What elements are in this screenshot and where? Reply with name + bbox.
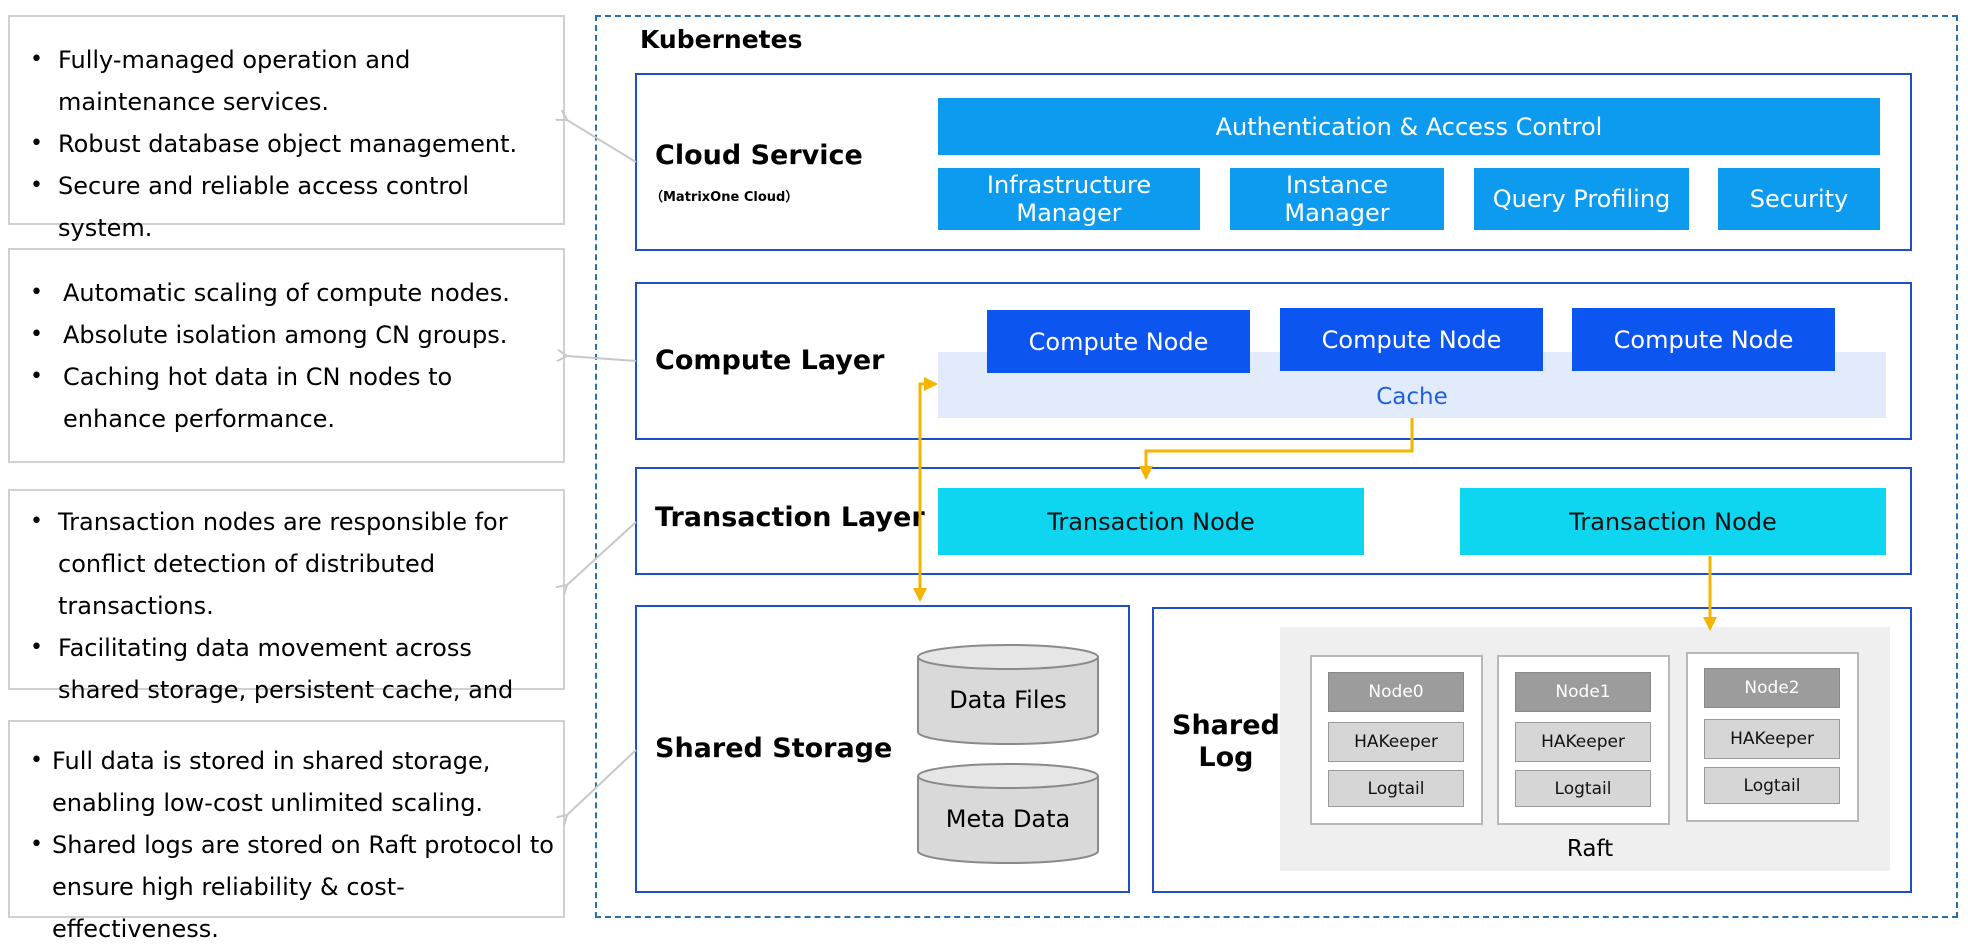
query-profiling-box: Query Profiling — [1474, 168, 1689, 230]
description-compute-layer: Automatic scaling of compute nodes. Abso… — [8, 248, 565, 463]
hakeeper-box: HAKeeper — [1328, 722, 1464, 762]
authentication-access-control-box: Authentication & Access Control — [938, 98, 1880, 155]
description-item: Absolute isolation among CN groups. — [10, 314, 563, 356]
description-storage-log: Full data is stored in shared storage, e… — [8, 720, 565, 943]
shared-log-line2: Log — [1198, 742, 1254, 773]
hakeeper-box: HAKeeper — [1515, 722, 1651, 762]
security-box: Security — [1718, 168, 1880, 230]
cloud-service-label: Cloud Service — [655, 140, 863, 171]
logtail-box: Logtail — [1328, 770, 1464, 807]
shared-log-label: Shared Log — [1172, 710, 1280, 774]
transaction-node-box: Transaction Node — [1460, 488, 1886, 555]
meta-data-label: Meta Data — [945, 805, 1071, 833]
infrastructure-manager-box: Infrastructure Manager — [938, 168, 1200, 230]
compute-node-box: Compute Node — [1572, 308, 1835, 371]
description-transaction-layer: Transaction nodes are responsible for co… — [8, 489, 565, 746]
infrastructure-line1: Infrastructure — [986, 171, 1152, 199]
shared-storage-label: Shared Storage — [655, 733, 893, 764]
instance-line1: Instance — [1285, 171, 1389, 199]
description-item: Automatic scaling of compute nodes. — [10, 272, 563, 314]
instance-manager-box: Instance Manager — [1230, 168, 1444, 230]
logtail-box: Logtail — [1704, 767, 1840, 804]
transaction-node-box: Transaction Node — [938, 488, 1364, 555]
node-name: Node2 — [1704, 668, 1840, 708]
raft-label: Raft — [1566, 836, 1614, 862]
cloud-service-sublabel: （MatrixOne Cloud） — [650, 190, 799, 205]
node-name: Node1 — [1515, 672, 1651, 712]
description-item: Full data is stored in shared storage, e… — [10, 740, 563, 824]
instance-line2: Manager — [1284, 199, 1390, 227]
description-cloud-service: Fully-managed operation and maintenance … — [8, 15, 565, 242]
data-files-label: Data Files — [949, 686, 1067, 714]
description-item: Fully-managed operation and maintenance … — [10, 39, 563, 123]
kubernetes-title: Kubernetes — [640, 25, 803, 54]
description-item: Robust database object management. — [10, 123, 563, 165]
infrastructure-line2: Manager — [1016, 199, 1122, 227]
transaction-layer-label: Transaction Layer — [655, 502, 925, 533]
compute-node-box: Compute Node — [987, 310, 1250, 373]
description-item: Secure and reliable access control syste… — [10, 165, 563, 249]
node-name: Node0 — [1328, 672, 1464, 712]
description-item: Caching hot data in CN nodes to enhance … — [10, 356, 563, 440]
shared-log-line1: Shared — [1172, 710, 1280, 741]
compute-layer-label: Compute Layer — [655, 345, 885, 376]
logtail-box: Logtail — [1515, 770, 1651, 807]
kubernetes-container — [595, 15, 1958, 918]
description-item: Shared logs are stored on Raft protocol … — [10, 824, 563, 950]
compute-node-box: Compute Node — [1280, 308, 1543, 371]
description-item: Transaction nodes are responsible for co… — [10, 501, 563, 627]
hakeeper-box: HAKeeper — [1704, 719, 1840, 759]
